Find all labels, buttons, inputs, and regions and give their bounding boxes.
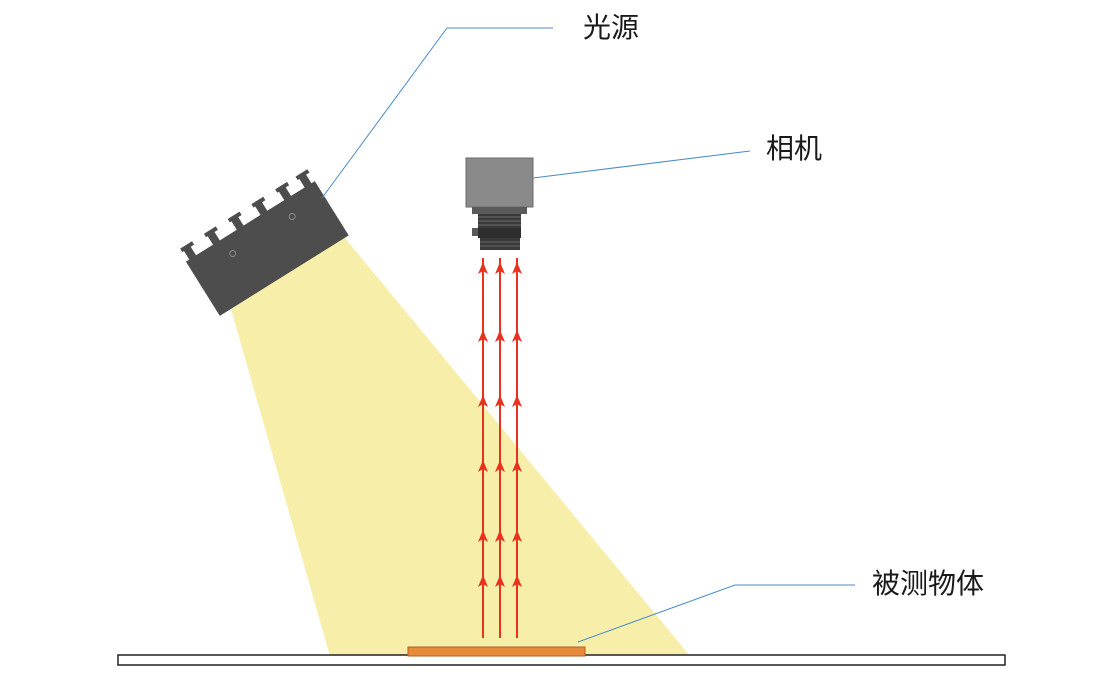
camera-label: 相机 xyxy=(766,132,823,165)
ray-arrowhead xyxy=(512,575,522,587)
light-beam xyxy=(229,232,690,656)
ray-arrowhead xyxy=(495,395,505,407)
ray-arrowhead xyxy=(512,330,522,342)
ray-arrowheads xyxy=(478,262,522,587)
light-source-label: 光源 xyxy=(583,11,640,44)
ray-arrowhead xyxy=(495,262,505,274)
test-object xyxy=(407,646,586,657)
light-source-leader xyxy=(321,27,553,199)
ray-arrowhead xyxy=(495,575,505,587)
ray-arrowhead xyxy=(495,530,505,542)
ray-arrowhead xyxy=(478,575,488,587)
industrial-camera-icon xyxy=(465,157,534,250)
ray-arrowhead xyxy=(478,460,488,472)
object-leader xyxy=(577,584,855,643)
ray-arrowhead xyxy=(495,460,505,472)
ray-arrowhead xyxy=(478,262,488,274)
ray-arrowhead xyxy=(512,460,522,472)
reflected-rays xyxy=(482,258,518,638)
bar-light-icon xyxy=(180,169,349,316)
camera-leader xyxy=(532,150,751,179)
object-label: 被测物体 xyxy=(872,567,985,600)
ray-arrowhead xyxy=(478,530,488,542)
ray-arrowhead xyxy=(495,330,505,342)
ray-arrowhead xyxy=(512,395,522,407)
ray-arrowhead xyxy=(478,330,488,342)
ray-arrowhead xyxy=(478,395,488,407)
ray-arrowhead xyxy=(512,262,522,274)
ray-arrowhead xyxy=(512,530,522,542)
